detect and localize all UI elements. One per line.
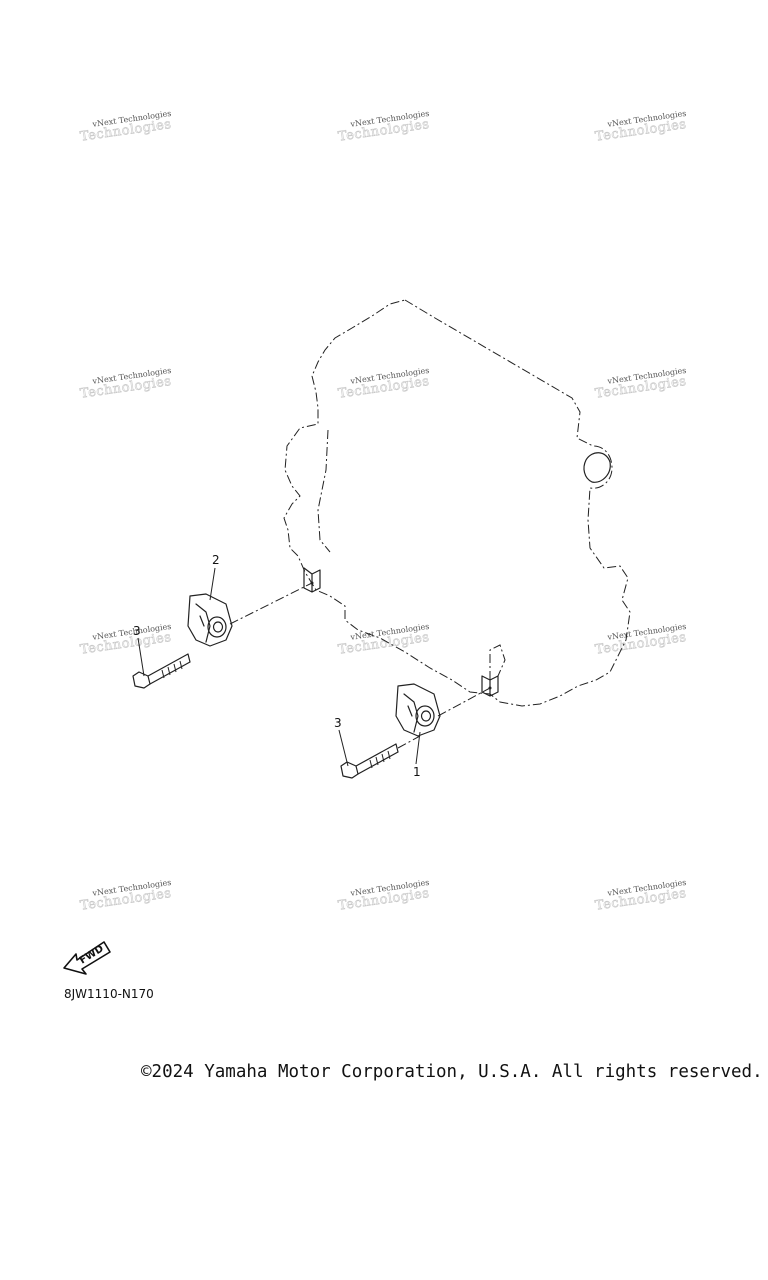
mount-bushing — [207, 616, 227, 638]
watermark: Technologies vNext Technologies — [594, 878, 688, 914]
bolt-centerline — [397, 735, 421, 749]
bolt-head — [132, 671, 151, 689]
watermark: Technologies vNext Technologies — [337, 109, 431, 145]
engine-mount-right[interactable] — [395, 683, 441, 737]
leader-line-2 — [209, 567, 216, 601]
mount-bushing-inner — [420, 710, 432, 722]
mount-ridge — [403, 693, 419, 733]
fwd-arrow-shape — [63, 941, 111, 975]
watermark: Technologies vNext Technologies — [79, 366, 173, 402]
leader-line-1 — [415, 731, 421, 765]
leader-line-3-right — [338, 729, 349, 767]
engine-bracket-left — [303, 567, 321, 593]
callout-3-left: 3 — [133, 624, 141, 638]
callout-1: 1 — [413, 765, 421, 779]
mount-body — [187, 593, 233, 647]
bolt-head — [340, 761, 359, 779]
mount-bushing — [415, 705, 435, 727]
watermark: Technologies vNext Technologies — [79, 878, 173, 914]
bolt-thread — [161, 660, 183, 679]
callout-2: 2 — [212, 553, 220, 567]
engine-mount-left[interactable] — [187, 593, 233, 647]
watermark: Technologies vNext Technologies — [594, 366, 688, 402]
watermark: Technologies vNext Technologies — [79, 622, 173, 658]
watermark: Technologies vNext Technologies — [337, 878, 431, 914]
watermark-grid: Technologies vNext Technologies Technolo… — [79, 109, 688, 914]
engine-bracket-right-riser — [489, 644, 506, 680]
watermark: Technologies vNext Technologies — [594, 622, 688, 658]
bolt-right[interactable] — [340, 735, 421, 779]
engine-inner-edge — [317, 429, 331, 553]
diagram-part-code: 8JW1110-N170 — [64, 987, 154, 1001]
engine-outline — [283, 299, 631, 707]
mount-bushing-inner — [212, 621, 224, 633]
engine-bracket-right — [481, 675, 499, 697]
watermark: Technologies vNext Technologies — [79, 109, 173, 145]
mount-ridge — [195, 603, 211, 643]
fwd-arrow-icon: FWD — [63, 941, 111, 975]
bolt-thread — [369, 750, 391, 769]
assembly-centerline-right — [437, 687, 491, 717]
port-ring — [583, 452, 611, 483]
watermark: Technologies vNext Technologies — [594, 109, 688, 145]
bolt-left[interactable] — [132, 653, 191, 689]
mount-body — [395, 683, 441, 737]
assembly-centerline-left — [229, 582, 313, 625]
watermark: Technologies vNext Technologies — [337, 366, 431, 402]
leader-line-3-left — [137, 637, 145, 677]
callout-3-right: 3 — [334, 716, 342, 730]
copyright-notice: ©2024 Yamaha Motor Corporation, U.S.A. A… — [141, 1062, 763, 1082]
